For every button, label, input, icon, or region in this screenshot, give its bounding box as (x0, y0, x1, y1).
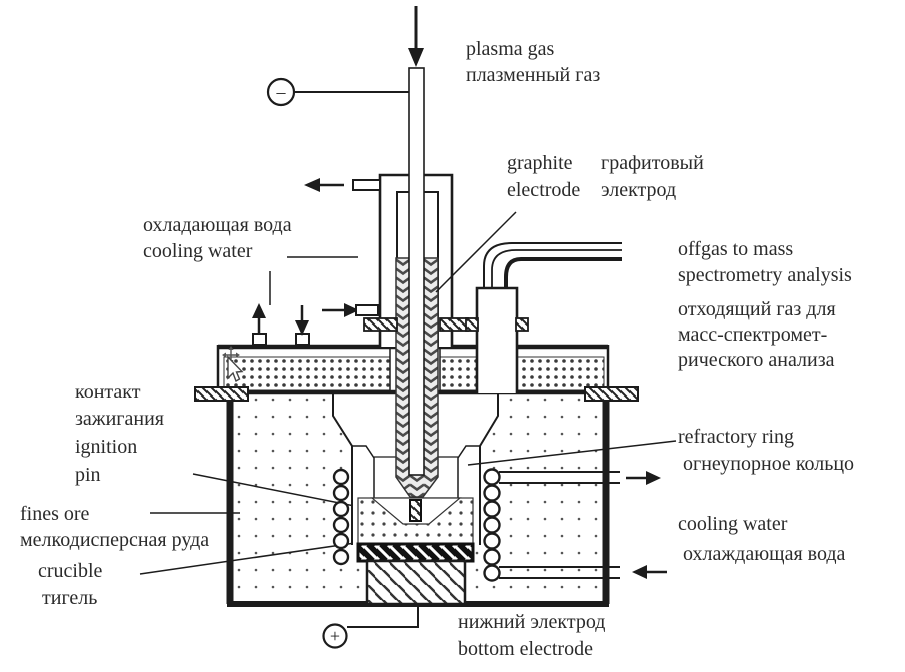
crucible (356, 542, 475, 563)
water-outlet-arrow (304, 178, 320, 192)
label-cooling-right-en: cooling water (678, 513, 788, 535)
label-crucible-ru: тигель (42, 587, 98, 609)
label-graphite-ru-1: графитовый (601, 152, 704, 174)
label-offgas-ru-1: отходящий газ для (678, 298, 836, 320)
minus-terminal (266, 77, 409, 107)
ignition-pin (409, 499, 422, 522)
cooling-water-pipes (499, 471, 667, 579)
label-bottom-electrode-en: bottom electrode (458, 638, 593, 660)
water-out-arrow (646, 471, 661, 485)
cooling-coils (332, 468, 501, 582)
label-fines-ore-ru: мелкодисперсная руда (20, 529, 210, 551)
label-offgas-en-2: spectrometry analysis (678, 264, 852, 286)
label-crucible-en: crucible (38, 560, 103, 582)
label-refractory-en: refractory ring (678, 426, 795, 448)
lid-water-stub (355, 304, 379, 316)
right-flange (584, 386, 639, 402)
plus-terminal-sign: + (329, 626, 341, 646)
label-offgas-en-1: offgas to mass (678, 238, 794, 260)
label-refractory-ru: огнеупорное кольцо (683, 453, 855, 475)
label-ignition-en-1: ignition (75, 436, 138, 458)
label-offgas-ru-3: рического анализа (678, 349, 835, 371)
offgas-port (465, 242, 622, 393)
electrode-flange-seals (363, 317, 469, 332)
mouse-cursor-icon[interactable] (222, 346, 244, 383)
bottom-electrode (365, 559, 467, 606)
right-arrow (344, 303, 359, 317)
label-fines-ore-en: fines ore (20, 503, 90, 525)
label-bottom-electrode-ru: нижний электрод (458, 611, 606, 633)
label-plasma-gas-ru: плазменный газ (466, 64, 601, 86)
lid-flow-arrows (257, 305, 346, 334)
label-ignition-ru-2: зажигания (75, 408, 164, 430)
left-flange (194, 386, 249, 402)
minus-terminal-sign: – (276, 82, 286, 102)
label-ignition-ru-1: контакт (75, 381, 141, 403)
label-offgas-ru-2: масс-спектромет- (678, 324, 828, 346)
label-cooling-left-ru: охладающая вода (143, 214, 292, 236)
label-graphite-en-1: graphite (507, 152, 573, 174)
plus-terminal (322, 604, 419, 649)
leader-lines (269, 211, 677, 466)
label-ignition-en-2: pin (75, 464, 101, 486)
label-plasma-gas-en: plasma gas (466, 38, 555, 60)
lid-pass-through-lines (389, 347, 441, 392)
water-in-arrow (632, 565, 647, 579)
up-arrow (252, 303, 266, 318)
label-cooling-right-ru: охлаждающая вода (683, 543, 846, 565)
label-cooling-left-en: cooling water (143, 240, 253, 262)
label-graphite-ru-2: электрод (601, 179, 677, 201)
plasma-gas-arrow (408, 48, 424, 67)
down-arrow (295, 320, 309, 336)
label-graphite-en-2: electrode (507, 179, 581, 201)
plasma-gas-tube (408, 67, 425, 476)
